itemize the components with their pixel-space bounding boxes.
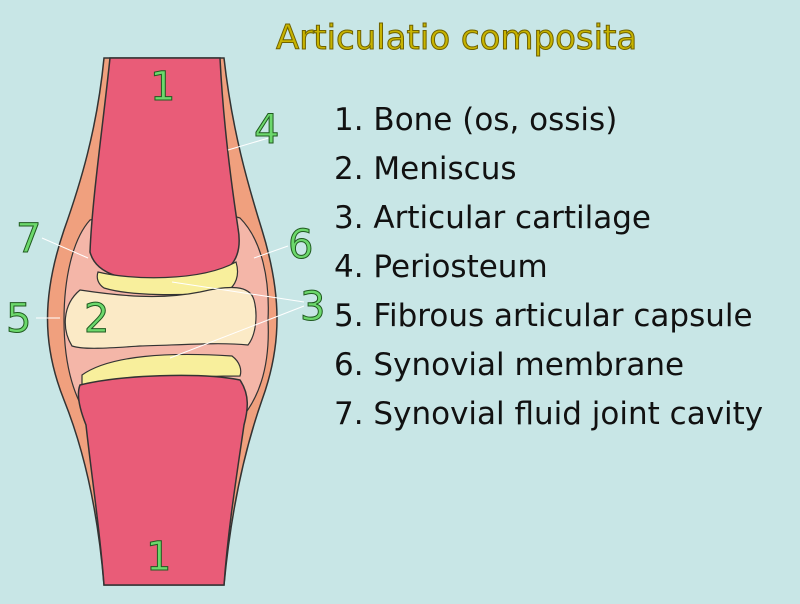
legend-list: 1. Bone (os, ossis) 2. Meniscus 3. Artic… — [334, 96, 763, 439]
bone-bottom-shape — [77, 374, 248, 586]
diagram-title: Articulatio composita — [275, 18, 638, 59]
legend-item-synovial-membrane: 6. Synovial membrane — [334, 347, 685, 383]
leader-line-3a — [171, 281, 305, 303]
legend-item-fluid-cavity: 7. Synovial fluid joint cavity — [334, 396, 764, 432]
leader-line-6 — [253, 245, 289, 259]
leader-line-7 — [41, 237, 89, 259]
legend-item-capsule: 5. Fibrous articular capsule — [334, 298, 753, 334]
label-capsule: 5 — [6, 296, 31, 342]
label-cartilage: 3 — [300, 284, 325, 330]
label-bone-top: 1 — [150, 64, 175, 110]
leader-line-4 — [227, 136, 273, 151]
label-synovial-membrane: 6 — [288, 222, 313, 268]
label-fluid-cavity: 7 — [16, 216, 41, 262]
legend-item-periosteum: 4. Periosteum — [334, 249, 548, 285]
meniscus-shape — [64, 286, 257, 349]
label-meniscus: 2 — [84, 296, 109, 342]
legend-item-meniscus: 2. Meniscus — [334, 151, 517, 187]
leader-line-3b — [169, 305, 305, 359]
label-periosteum: 4 — [254, 107, 279, 153]
label-bone-bottom: 1 — [146, 534, 171, 580]
legend-item-bone: 1. Bone (os, ossis) — [334, 102, 618, 138]
legend-item-cartilage: 3. Articular cartilage — [334, 200, 651, 236]
